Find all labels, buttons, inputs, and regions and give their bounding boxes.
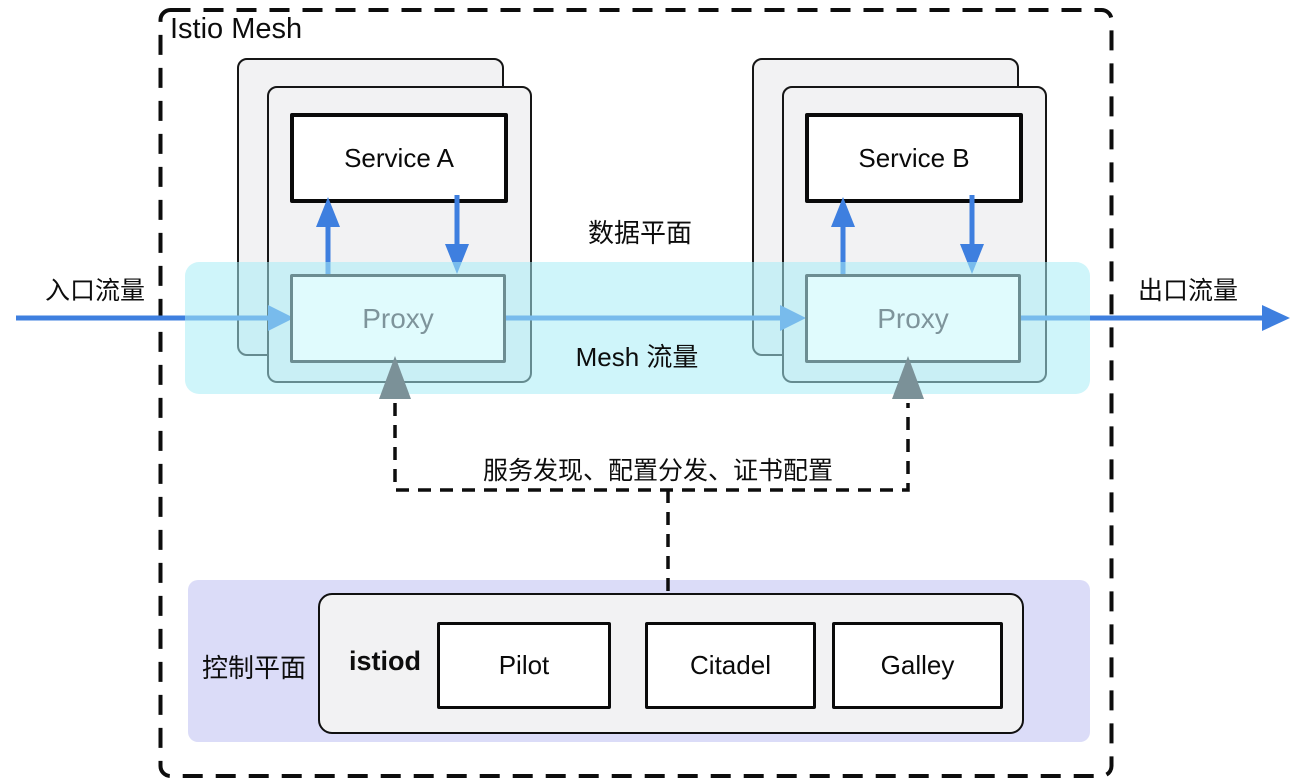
galley-box: Galley — [832, 622, 1003, 709]
control-plane-label: 控制平面 — [201, 653, 306, 683]
proxy-b-box: Proxy — [805, 274, 1021, 363]
proxy-b-label: Proxy — [877, 302, 949, 334]
service-b-label: Service B — [858, 142, 970, 173]
egress-traffic-label: 出口流量 — [1137, 277, 1238, 305]
proxy-a-box: Proxy — [290, 274, 506, 363]
pilot-label: Pilot — [498, 650, 550, 680]
ingress-traffic-label: 入口流量 — [44, 277, 145, 305]
mesh-traffic-label: Mesh 流量 — [575, 342, 699, 372]
proxy-a-label: Proxy — [362, 302, 434, 334]
service-a-label: Service A — [344, 142, 454, 173]
control-link-label: 服务发现、配置分发、证书配置 — [482, 457, 833, 485]
istio-mesh-title: Istio Mesh — [170, 13, 303, 45]
citadel-label: Citadel — [690, 650, 771, 680]
service-b-box: Service B — [805, 113, 1023, 203]
istiod-label: istiod — [349, 646, 421, 676]
citadel-box: Citadel — [645, 622, 816, 709]
pilot-box: Pilot — [437, 622, 611, 709]
galley-label: Galley — [880, 650, 955, 680]
data-plane-label: 数据平面 — [587, 218, 692, 248]
service-a-box: Service A — [290, 113, 508, 203]
